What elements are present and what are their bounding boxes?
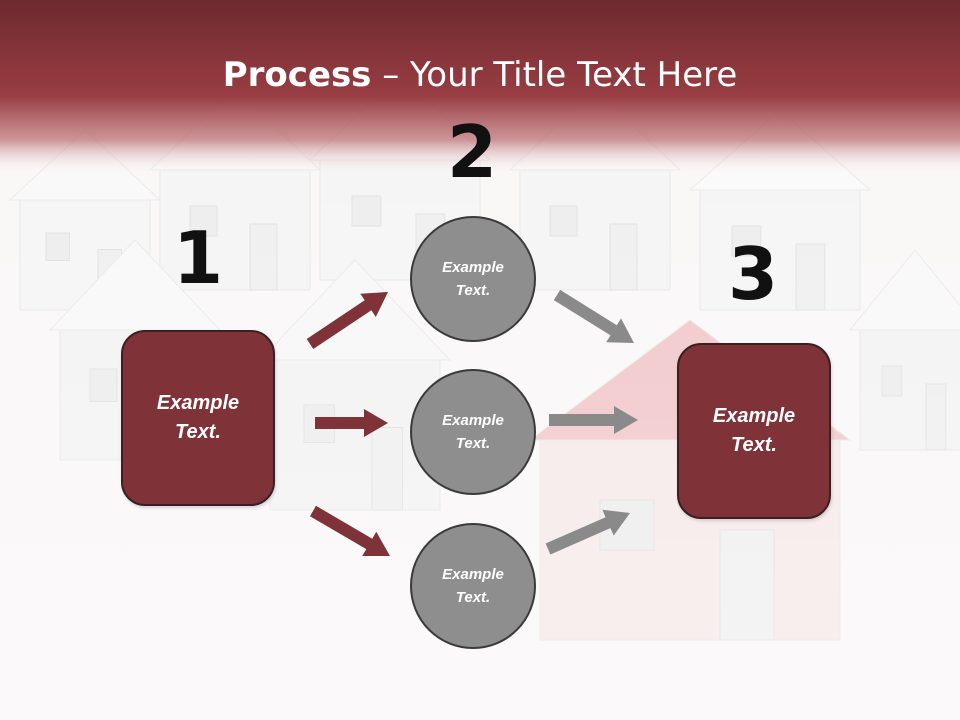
circle-3[interactable]: Example Text.	[410, 523, 536, 649]
circle-2-text-line2: Text.	[455, 435, 491, 452]
circle-2[interactable]: Example Text.	[410, 369, 536, 495]
circle-1-text-line1: Example	[442, 259, 504, 276]
circle-2-text-line1: Example	[442, 412, 504, 429]
circle-1[interactable]: Example Text.	[410, 216, 536, 342]
step-1-text-line1: Example	[156, 392, 240, 414]
step-1-text-line2: Text.	[175, 421, 221, 443]
title-rest: – Your Title Text Here	[371, 55, 738, 95]
step-number-2: 2	[446, 110, 498, 194]
step-3-text-line2: Text.	[731, 434, 777, 456]
circle-3-text-line2: Text.	[455, 589, 491, 606]
step-3-box[interactable]: Example Text.	[677, 343, 831, 519]
step-number-3: 3	[727, 232, 779, 316]
header-band	[0, 0, 960, 175]
step-3-text-line1: Example	[712, 405, 796, 427]
title-strong: Process	[222, 55, 372, 95]
circle-1-text-line2: Text.	[455, 282, 491, 299]
step-1-box[interactable]: Example Text.	[121, 330, 275, 506]
slide-title: Process – Your Title Text Here	[0, 52, 960, 98]
step-number-1: 1	[172, 216, 224, 300]
circle-3-text-line1: Example	[442, 566, 504, 583]
